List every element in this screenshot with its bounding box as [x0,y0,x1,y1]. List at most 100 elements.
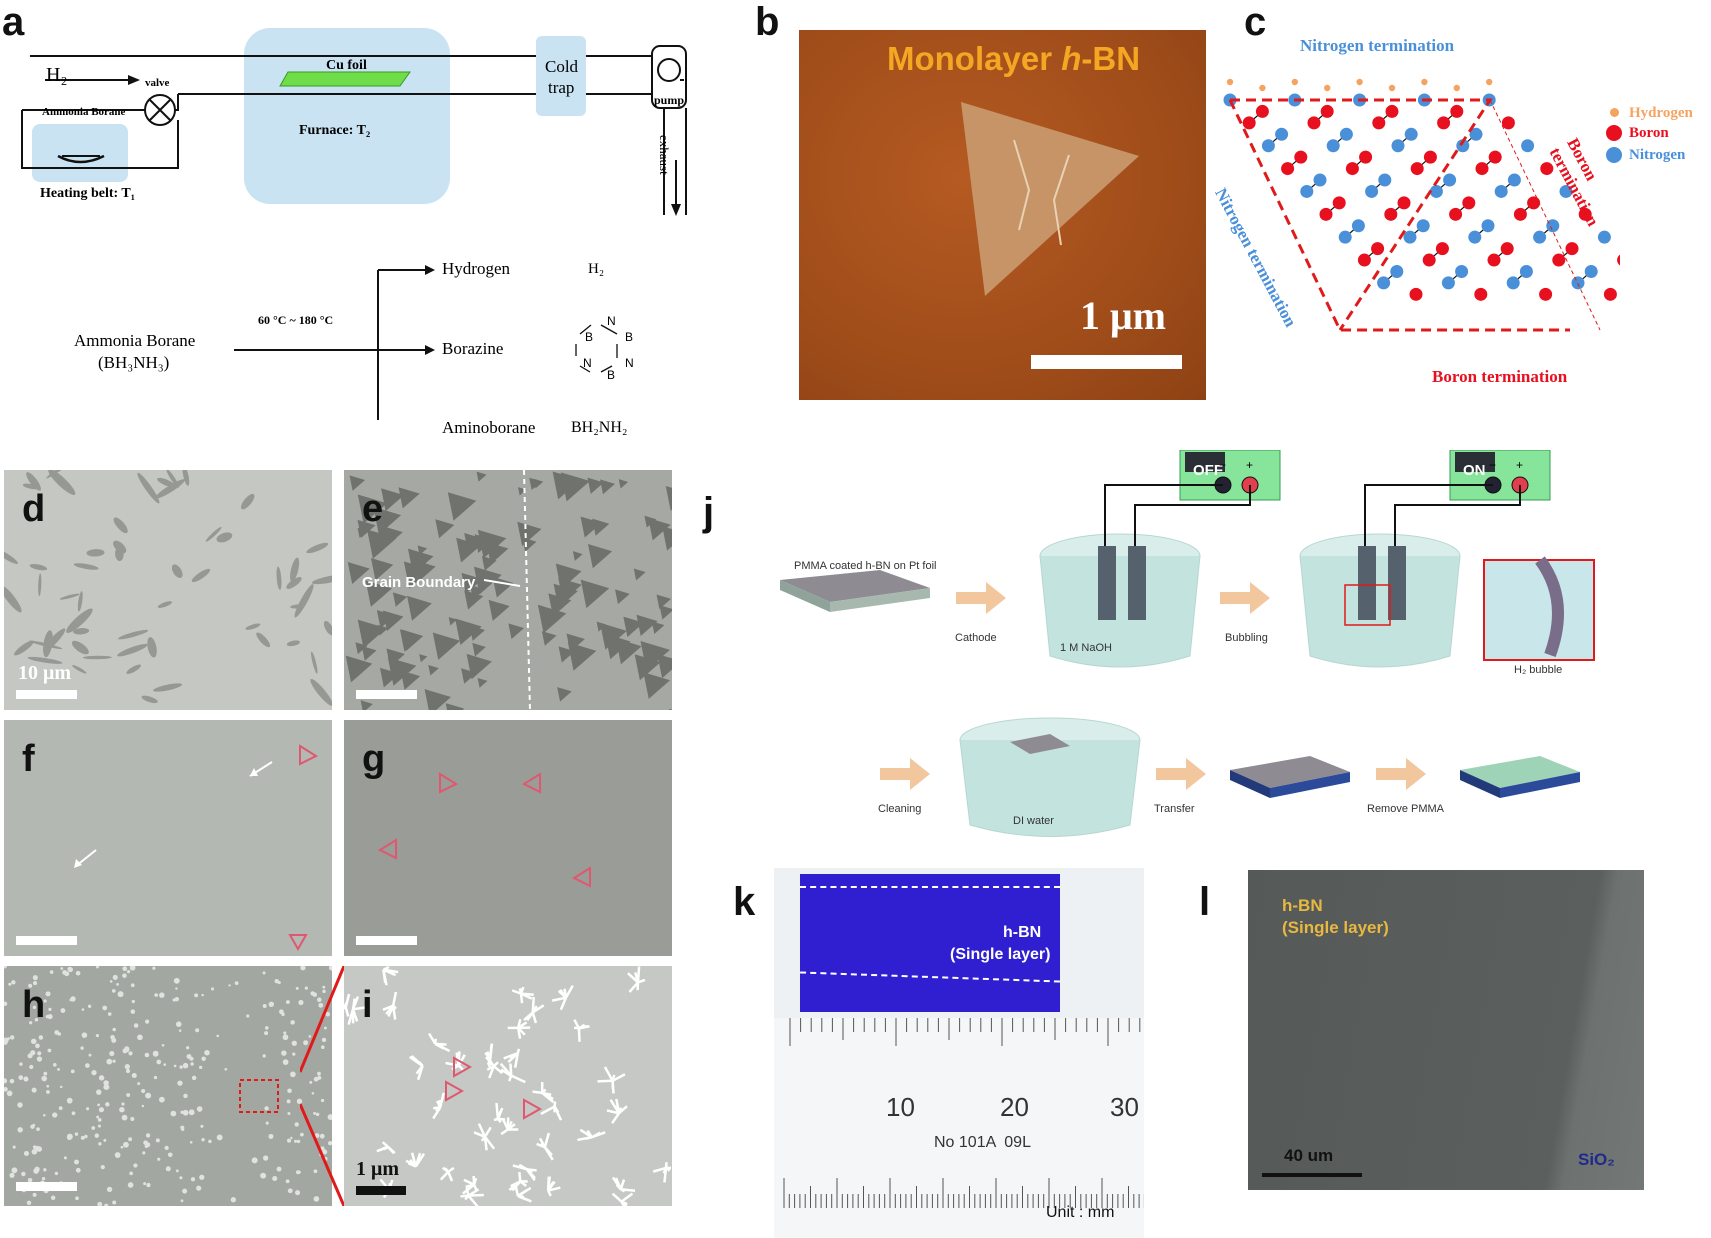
hydrogen-atom [1454,85,1460,91]
boron-atom [1294,151,1307,164]
particle [287,1112,290,1115]
dendrite [443,1168,448,1172]
particle [96,1089,101,1094]
particle [171,1111,177,1117]
particle [60,967,63,970]
dendrite [452,1066,459,1070]
nitrogen-dot [1606,147,1622,163]
particle [204,1050,209,1055]
particle [98,1142,101,1145]
borazine-atom: N [625,356,634,370]
dashed-line-bottom [800,971,1060,982]
particle [189,1109,195,1115]
hbn-domain [322,619,332,636]
particle [32,1088,37,1093]
particle [195,1028,199,1032]
boron-atom [1476,162,1489,175]
particle [183,1063,189,1069]
nitrogen-atom [1495,185,1508,198]
particle [201,1057,205,1061]
particle [95,1133,99,1137]
particle [264,1106,268,1110]
hbn-domain [254,631,272,650]
hbn-domain [4,547,19,566]
particle [43,1072,47,1076]
particle [18,1075,23,1080]
particle [121,1146,124,1149]
dendrite [518,1049,519,1053]
optical-photo-k: h-BN (Single layer) 10 20 30 No 101A 09L… [774,868,1144,1226]
sem-panel-g: g [344,720,672,956]
borazine-atom: B [585,330,593,344]
particle [4,1002,7,1006]
particle [75,1132,78,1135]
particle [177,1080,182,1085]
particle [10,1035,14,1039]
bubbling-label: Bubbling [1225,632,1268,644]
particle [130,1117,134,1121]
particle [72,1111,76,1115]
particle [181,1199,184,1202]
hbn-domain [71,664,87,675]
power-on-label: ON [1463,462,1486,479]
particle [142,1105,144,1107]
hydrogen-atom [1259,85,1265,91]
particle [162,1044,165,1047]
particle [283,1034,289,1040]
triangle-marker [524,1100,540,1118]
hbn-domain [276,566,283,590]
hbn-domain [83,656,112,660]
particle [287,1139,291,1143]
hydrogen-dot [1610,108,1619,117]
dendrite [446,1063,459,1066]
particle [75,1196,79,1200]
dendrite [346,1007,349,1016]
borazine-atom: B [625,330,633,344]
dendrite [541,1107,555,1114]
legend-boron-label: Boron [1629,125,1669,141]
particle [152,967,155,970]
hbn-label-l: h-BN [1282,896,1323,916]
particle [110,1035,115,1040]
particle [96,966,99,969]
dendrite [613,1194,622,1202]
dendrite [441,1172,448,1180]
dendrite [518,1196,531,1201]
particle [287,1088,292,1093]
particle [199,1066,202,1069]
reactant-formula: (BH₃NH₃) [98,353,169,373]
nitrogen-atom [1482,219,1495,232]
dendrite [485,1127,491,1136]
particle [64,1156,67,1159]
particle [43,1168,46,1171]
hbn-domain [116,642,148,659]
particle [174,1065,177,1068]
nitrogen-atom [1508,174,1521,187]
particle [7,1091,13,1097]
single-layer-label-l: (Single layer) [1282,918,1389,938]
dendrite [460,1196,468,1197]
particle [217,1135,223,1141]
particle [39,1035,43,1039]
afm-scale-bar [1031,355,1182,369]
particle [168,1152,173,1157]
particle [122,966,127,971]
particle [125,1064,130,1069]
particle [89,1054,92,1057]
dendrite [521,994,522,1004]
hbn-domain [181,470,190,486]
particle [52,1112,57,1117]
dendrite [621,1194,632,1202]
particle [145,1053,150,1058]
dendrite [429,1033,435,1043]
particle [33,975,38,980]
sio2-label: SiO₂ [1578,1150,1615,1170]
nitrogen-atom [1314,174,1327,187]
particle [231,1197,236,1202]
particle [262,1054,265,1057]
particle [36,1127,40,1131]
dashed-line-top [800,886,1060,888]
particle [263,1004,267,1008]
particle [27,1053,32,1058]
particle [112,1200,116,1204]
